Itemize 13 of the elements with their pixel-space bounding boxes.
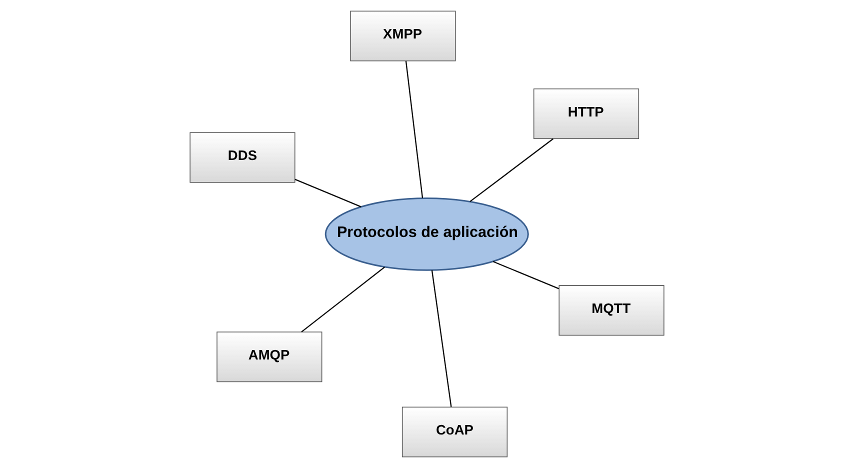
connector (431, 270, 452, 407)
connector (294, 178, 362, 208)
connector (470, 138, 554, 202)
node-box: AMQP (216, 332, 322, 382)
node-box: XMPP (350, 10, 456, 62)
node-box: DDS (190, 132, 296, 183)
node-box: CoAP (402, 406, 508, 458)
node-box: HTTP (533, 88, 640, 140)
connector (405, 60, 424, 198)
connector (301, 266, 386, 332)
node-box: MQTT (558, 285, 664, 336)
connector (492, 260, 560, 290)
node-ellipse: Protocolos de aplicación (324, 197, 529, 271)
